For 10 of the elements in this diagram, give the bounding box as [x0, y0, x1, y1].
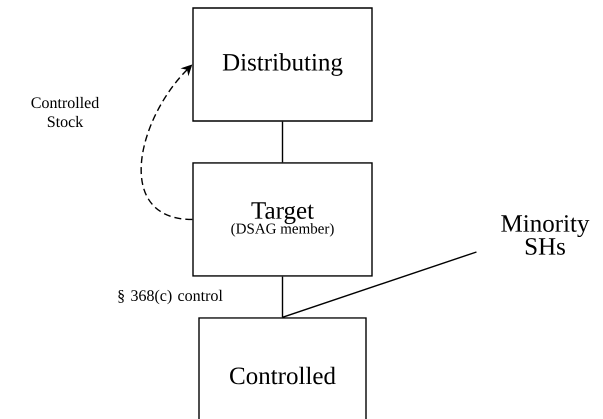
- entity-box: Target (DSAG member): [192, 162, 373, 277]
- connector-line: [282, 122, 284, 162]
- edge-label: § 368(c) control: [118, 290, 223, 304]
- connector-line: [282, 276, 284, 318]
- edge-label: Controlled Stock: [31, 96, 100, 128]
- text-label: Minority SHs: [501, 215, 590, 255]
- dashed-arrow: [140, 64, 192, 220]
- entity-box: Controlled: [198, 317, 367, 419]
- connector-line: [282, 251, 477, 318]
- entity-box: Distributing: [192, 7, 373, 122]
